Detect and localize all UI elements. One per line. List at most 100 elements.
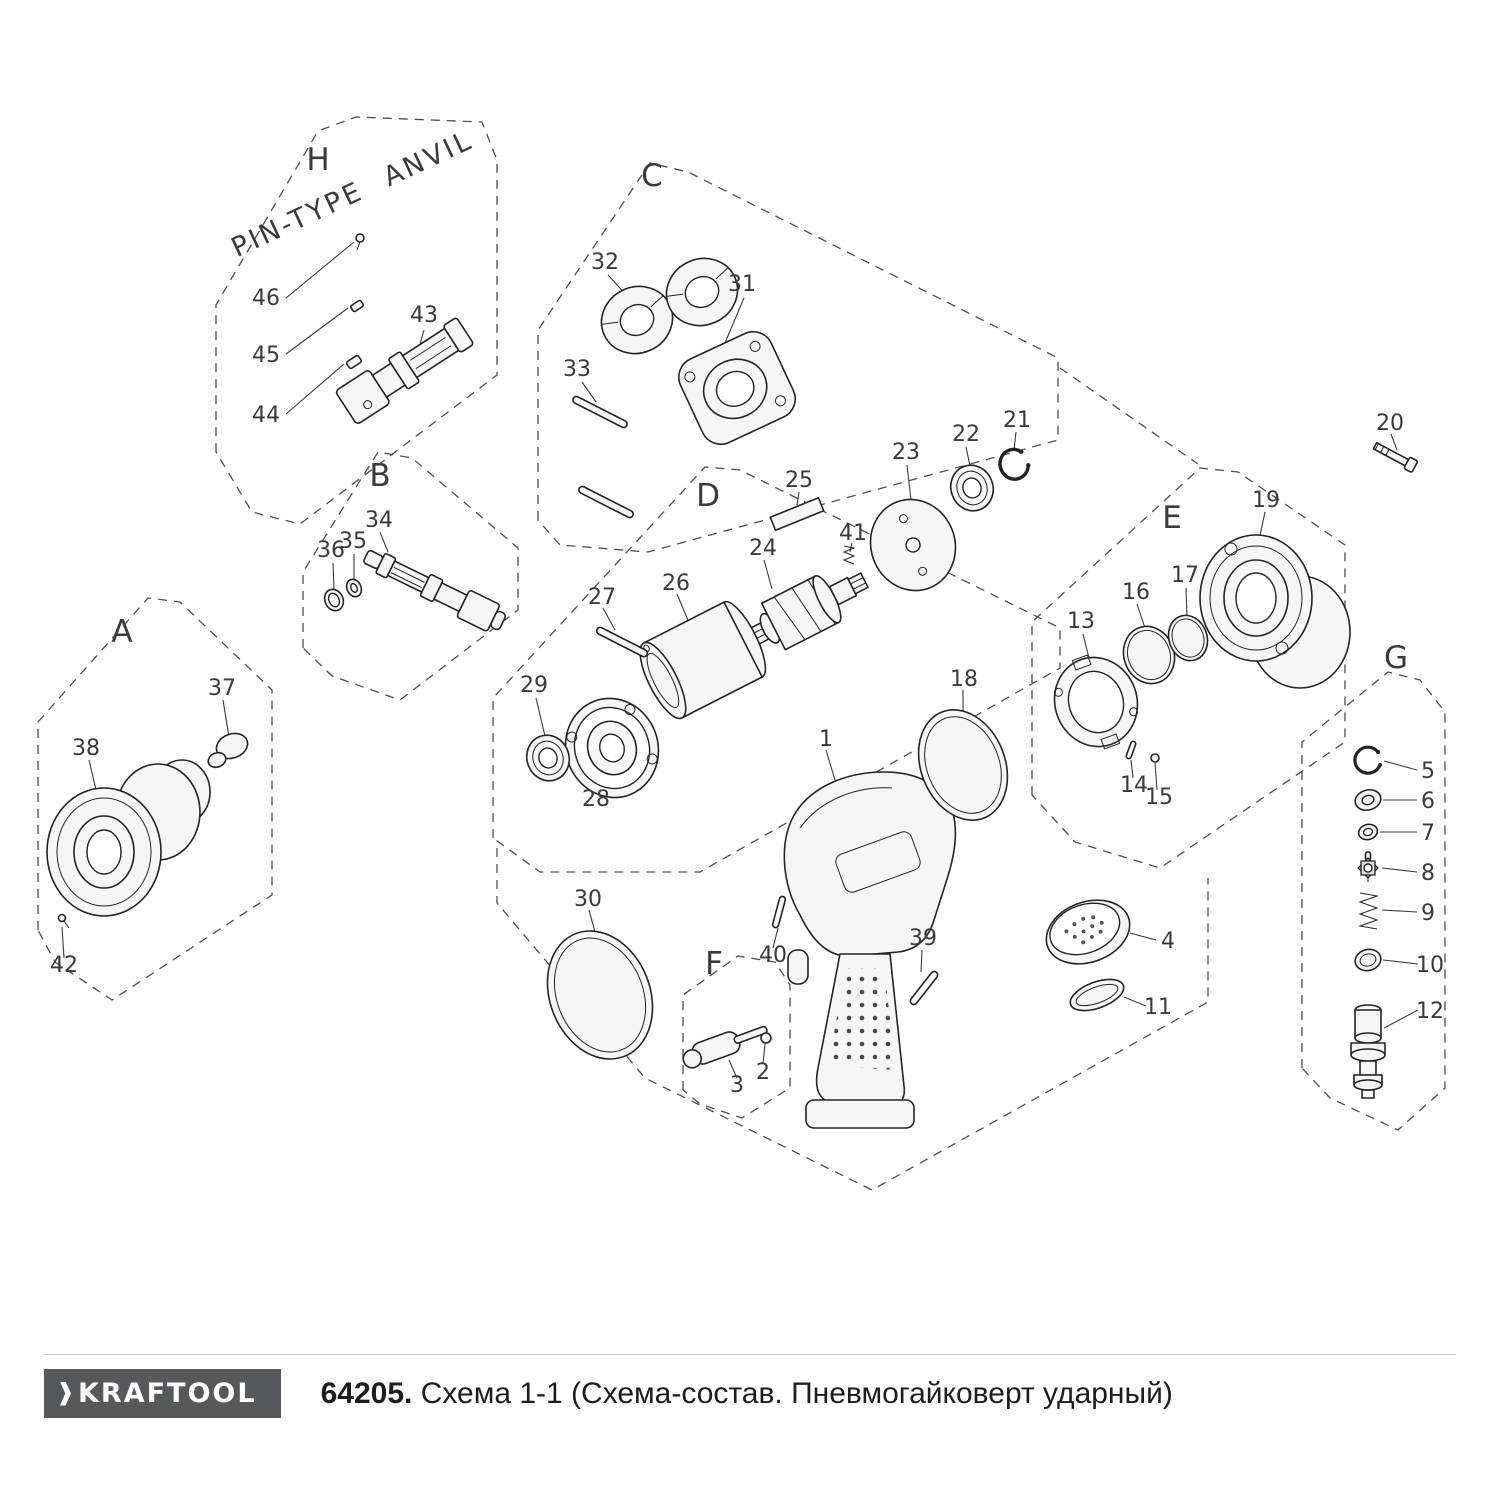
part-number-label: 4 <box>1161 929 1175 954</box>
part-rear-bearing <box>949 464 995 512</box>
part-number-label: 3 <box>730 1073 744 1098</box>
part-o-ring-17 <box>1167 614 1209 662</box>
part-number-label: 30 <box>574 887 602 912</box>
part-number-label: 42 <box>50 953 78 978</box>
part-number-label: 25 <box>785 468 813 493</box>
part-number-label: 15 <box>1145 785 1173 810</box>
part-pin-type-anvil <box>335 317 474 425</box>
part-cylinder-pin <box>595 626 649 658</box>
part-number-label: 6 <box>1421 789 1435 814</box>
part-number-label: 21 <box>1003 408 1031 433</box>
group-letter-label: C <box>641 158 663 194</box>
part-number-label: 10 <box>1416 953 1444 978</box>
group-H-outline <box>215 116 498 525</box>
part-number-label: 36 <box>317 538 345 563</box>
part-number-label: 22 <box>952 422 980 447</box>
part-small-spring <box>842 545 856 565</box>
part-number-label: 1 <box>819 727 833 752</box>
part-front-housing <box>1199 534 1351 689</box>
part-bushing-37 <box>207 732 249 769</box>
part-gasket-30 <box>546 930 654 1060</box>
group-letter-label: H <box>306 142 329 178</box>
part-number-label: 12 <box>1416 999 1444 1024</box>
part-ball-2 <box>760 1032 772 1044</box>
part-anvil-shaft <box>363 549 507 632</box>
group-letter-label: B <box>369 458 390 494</box>
drawing-title-text: Схема 1-1 (Схема-состав. Пневмогайковерт… <box>420 1376 1173 1410</box>
part-hammer-pin-2 <box>578 485 634 519</box>
leader-lines <box>61 241 1419 1079</box>
group-letter-label: D <box>696 478 720 514</box>
part-deflector-cap <box>1045 899 1131 965</box>
kraftool-chevron-icon <box>60 1381 71 1406</box>
group-letter-label: E <box>1162 500 1182 536</box>
part-hammer-cage <box>678 330 796 446</box>
part-trigger-lever <box>787 949 809 985</box>
part-number-label: 7 <box>1421 821 1435 846</box>
part-ring-35 <box>345 578 363 598</box>
group-B-outline <box>302 451 519 701</box>
group-F-outline <box>682 955 791 1119</box>
part-number-label: 34 <box>365 508 393 533</box>
part-front-bearing <box>525 734 571 782</box>
part-trigger-assembly <box>682 1025 768 1069</box>
group-A-outline <box>37 597 273 1001</box>
part-number-label: 39 <box>909 926 937 951</box>
part-pin-40 <box>771 895 787 929</box>
part-snap-ring-5 <box>1353 745 1382 775</box>
kraftool-logo-text: KRAFTOOL <box>78 1378 257 1409</box>
part-hammer-1 <box>600 285 674 355</box>
footer: KRAFTOOL 64205. Схема 1-1 (Схема-состав.… <box>0 1354 1500 1418</box>
part-number-label: 11 <box>1144 995 1172 1020</box>
part-number-label: 33 <box>563 357 591 382</box>
footer-divider <box>44 1354 1456 1355</box>
kraftool-logo: KRAFTOOL <box>44 1369 281 1418</box>
drawing-code: 64205. <box>320 1376 413 1410</box>
part-number-label: 17 <box>1171 563 1199 588</box>
part-anvil-pin-upper <box>350 299 364 313</box>
part-cam-ring <box>1053 654 1139 750</box>
part-number-label: 2 <box>756 1060 770 1085</box>
part-number-label: 38 <box>72 736 100 761</box>
part-number-label: 8 <box>1421 861 1435 886</box>
part-number-label: 28 <box>582 787 610 812</box>
group-letter-label: G <box>1384 640 1408 676</box>
part-number-label: 23 <box>892 440 920 465</box>
part-rear-end-plate <box>869 498 957 592</box>
part-o-ring-10 <box>1354 948 1382 972</box>
part-number-label: 43 <box>410 303 438 328</box>
part-number-label: 13 <box>1067 609 1095 634</box>
part-valve-stem-8 <box>1357 851 1379 882</box>
part-number-label: 24 <box>749 536 777 561</box>
part-number-label: 20 <box>1376 411 1404 436</box>
part-number-label: 44 <box>252 403 280 428</box>
part-number-label: 46 <box>252 286 280 311</box>
part-front-end-plate <box>564 697 660 799</box>
part-number-label: 14 <box>1120 773 1148 798</box>
part-number-label: 19 <box>1252 488 1280 513</box>
part-rotor-vane <box>769 496 825 532</box>
part-screw-20 <box>1372 441 1418 473</box>
part-main-housing <box>783 771 957 1129</box>
group-D-outline <box>492 466 1061 873</box>
part-snap-ring-21 <box>998 447 1031 481</box>
part-number-label: 40 <box>759 943 787 968</box>
part-number-label: 41 <box>839 521 867 546</box>
part-o-ring-11 <box>1069 978 1125 1012</box>
part-number-label: 5 <box>1421 759 1435 784</box>
part-ring-7 <box>1357 823 1379 841</box>
group-letter-label: A <box>111 614 132 650</box>
part-number-label: 18 <box>950 667 978 692</box>
group-letter-label: F <box>705 946 723 982</box>
part-number-label: 37 <box>208 676 236 701</box>
group-letter-labels: A B C D E F G H <box>111 142 1408 982</box>
part-number-label: 29 <box>520 673 548 698</box>
part-number-label: 31 <box>728 272 756 297</box>
part-spring-9 <box>1358 892 1379 930</box>
part-screw-42 <box>57 913 70 929</box>
part-anvil-pin-lower <box>345 354 363 370</box>
part-anvil-screw <box>355 233 365 251</box>
